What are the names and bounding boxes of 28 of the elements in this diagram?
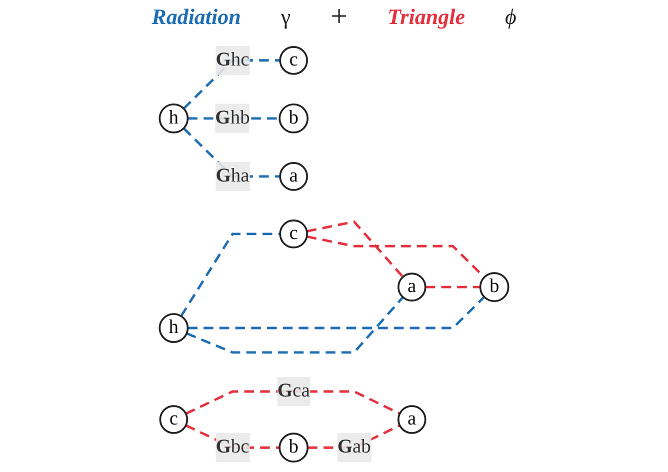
node-circle: a — [397, 272, 426, 302]
node-circle: b — [479, 272, 510, 302]
group-title: Radiation — [152, 4, 241, 30]
node-circle: b — [278, 432, 309, 463]
connector — [185, 390, 400, 415]
edge-label: Gha — [216, 165, 250, 186]
connector — [186, 296, 404, 354]
connector — [306, 220, 404, 278]
node-circle: h — [158, 313, 189, 343]
plus-sign: + — [330, 0, 348, 34]
node-circle: a — [397, 405, 426, 434]
connector — [188, 296, 486, 330]
group-title: Triangle — [388, 4, 465, 30]
angle-symbol: ϕ — [504, 4, 516, 30]
node-circle: a — [279, 162, 308, 191]
edge-label: Gca — [277, 380, 310, 402]
node-circle: c — [279, 220, 308, 248]
node-circle: c — [279, 46, 308, 75]
node-circle: h — [158, 103, 189, 134]
node-circle: c — [159, 405, 188, 434]
edge-label: Ghb — [215, 107, 250, 128]
edge-label: Gab — [337, 436, 371, 458]
node-circle: b — [278, 103, 309, 134]
connector — [425, 286, 480, 288]
connector — [180, 232, 280, 317]
edge-label: Ghc — [216, 49, 250, 70]
angle-symbol: γ — [280, 4, 291, 30]
edge-label: Gbc — [216, 436, 250, 458]
